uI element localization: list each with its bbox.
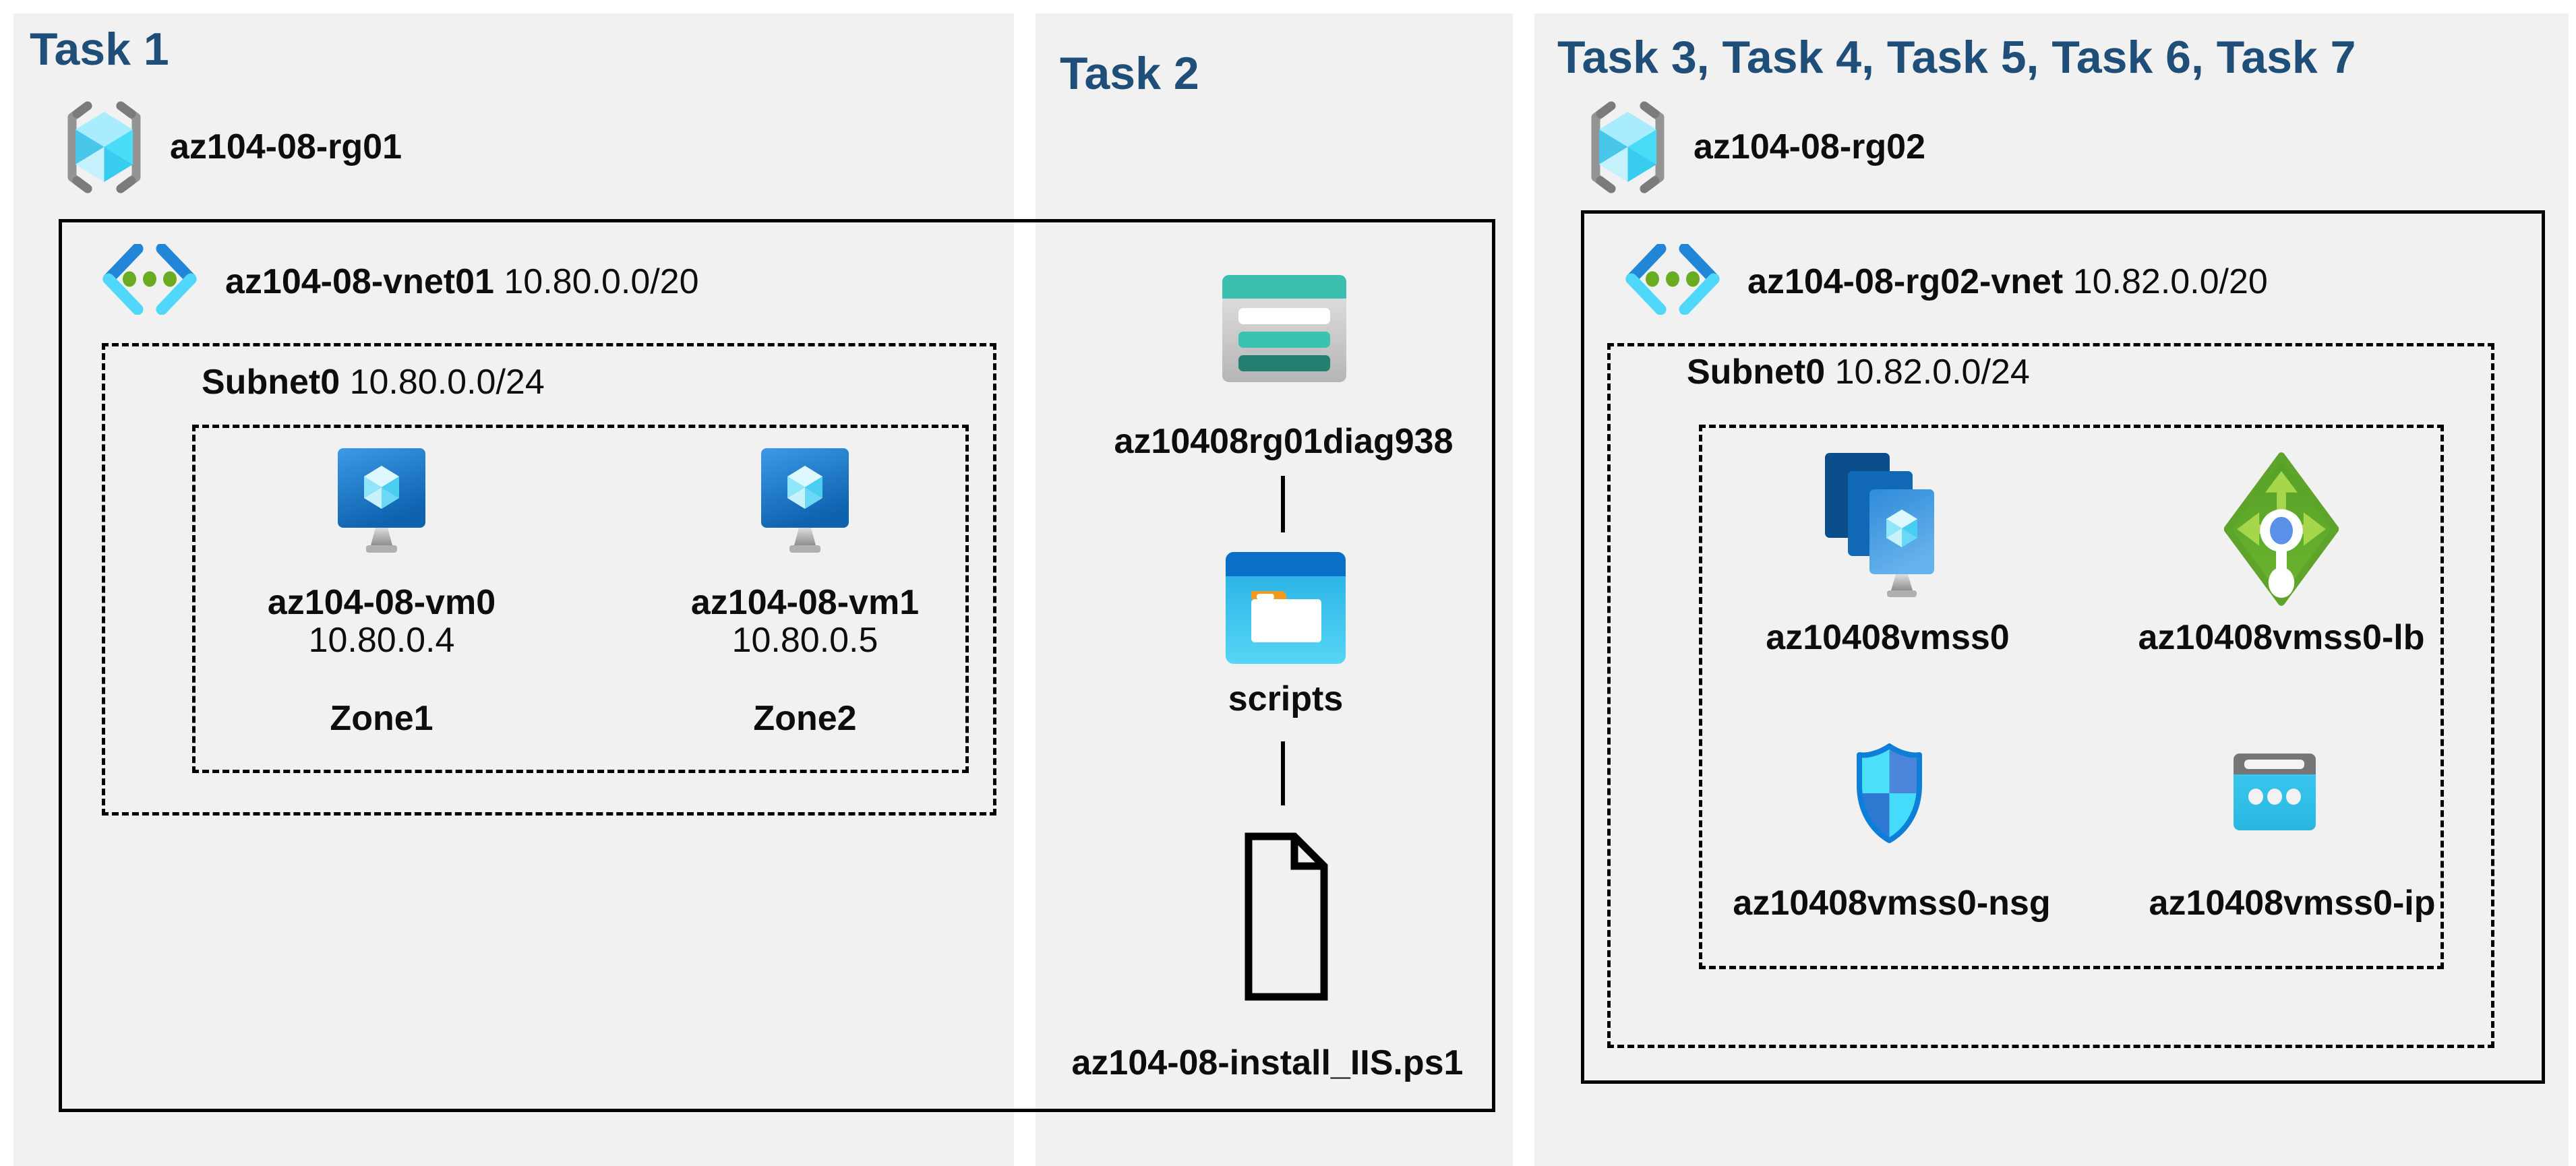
vm-icon <box>756 448 854 555</box>
resource-group-icon <box>1586 100 1670 195</box>
vm-icon <box>332 448 431 555</box>
rg02-label: az104-08-rg02 <box>1694 127 1925 166</box>
vnet01-name: az104-08-vnet01 <box>225 262 494 301</box>
subnet0-name: Subnet0 <box>202 363 340 402</box>
vmss-icon <box>1825 453 1940 598</box>
rg01-label: az104-08-rg01 <box>170 127 402 166</box>
rg02-vnet-name: az104-08-rg02-vnet <box>1747 262 2064 301</box>
resource-group-icon <box>62 100 146 195</box>
vm0-zone: Zone1 <box>330 699 433 738</box>
task1-panel <box>13 13 1014 1166</box>
vnet01-label: az104-08-vnet01 10.80.0.0/20 <box>225 262 699 302</box>
vnet01-cidr: 10.80.0.0/20 <box>504 262 699 301</box>
rg02-vnet-cidr: 10.82.0.0/20 <box>2072 262 2268 301</box>
task1-title: Task 1 <box>30 24 169 75</box>
vm1-zone: Zone2 <box>753 699 857 738</box>
subnet0-name: Subnet0 <box>1687 352 1826 392</box>
subnet0-label-task3: Subnet0 10.82.0.0/24 <box>1687 352 2030 392</box>
subnet0-label-task1: Subnet0 10.80.0.0/24 <box>202 362 545 402</box>
nsg-icon <box>1854 742 1925 844</box>
subnet0-box-task1 <box>102 343 996 816</box>
nsg-label: az10408vmss0-nsg <box>1733 884 2051 923</box>
subnet0-box-task3 <box>1607 343 2494 1048</box>
script-file-icon <box>1243 832 1329 1001</box>
task3-panel <box>1534 13 2569 1166</box>
public-ip-icon <box>2234 754 2316 830</box>
vm0-name: az104-08-vm0 <box>267 583 496 622</box>
scripts-folder-icon <box>1226 552 1346 664</box>
resources-box-task3 <box>1699 425 2444 969</box>
vm0-ip: 10.80.0.4 <box>308 621 455 660</box>
task3-title: Task 3, Task 4, Task 5, Task 6, Task 7 <box>1557 32 2356 83</box>
public-ip-label: az10408vmss0-ip <box>2149 884 2436 923</box>
script-file-label: az104-08-install_IIS.ps1 <box>1071 1043 1464 1082</box>
task2-title: Task 2 <box>1060 48 1199 99</box>
rg02-vnet-label: az104-08-rg02-vnet 10.82.0.0/20 <box>1747 262 2268 302</box>
zone-box-task1 <box>192 425 969 773</box>
connector-line <box>1281 741 1285 805</box>
vm1-name: az104-08-vm1 <box>690 583 920 622</box>
storage-account-icon <box>1222 275 1346 382</box>
virtual-network-icon <box>98 244 201 315</box>
load-balancer-icon <box>2224 452 2339 607</box>
vm1-ip: 10.80.0.5 <box>731 621 878 660</box>
vmss-label: az10408vmss0 <box>1766 618 2010 657</box>
subnet0-cidr: 10.82.0.0/24 <box>1834 352 2030 392</box>
load-balancer-label: az10408vmss0-lb <box>2138 618 2425 657</box>
connector-line <box>1281 476 1285 532</box>
vnet01-boundary-box <box>59 219 1495 1112</box>
virtual-network-icon <box>1621 244 1724 315</box>
subnet0-cidr: 10.80.0.0/24 <box>349 363 545 402</box>
scripts-folder-label: scripts <box>1228 679 1344 718</box>
storage-account-label: az10408rg01diag938 <box>1114 422 1454 461</box>
rg02-vnet-boundary-box <box>1581 210 2545 1084</box>
